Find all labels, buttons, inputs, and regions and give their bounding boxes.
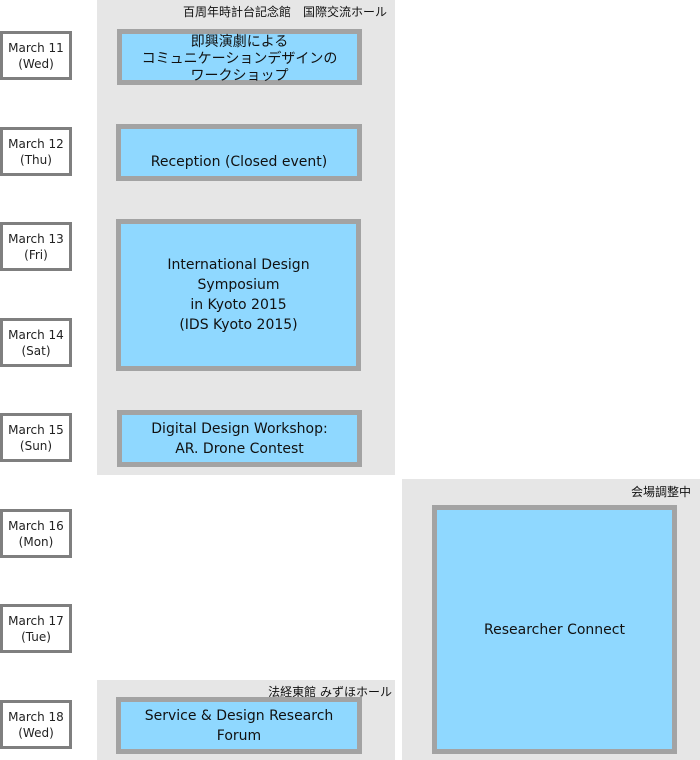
event-researcher-connect[interactable]: Researcher Connect (432, 505, 677, 754)
date-box-march-15: March 15 (Sun) (0, 413, 72, 462)
event-line: Researcher Connect (484, 621, 625, 638)
date-label: March 15 (8, 422, 64, 437)
event-service-design-forum[interactable]: Service & Design Research Forum (116, 697, 362, 754)
date-label: March 18 (8, 709, 64, 724)
date-box-march-16: March 16 (Mon) (0, 509, 72, 558)
day-label: (Fri) (24, 247, 48, 262)
date-label: March 11 (8, 40, 64, 55)
event-improv-workshop[interactable]: 即興演劇による コミュニケーションデザインの ワークショップ (117, 29, 362, 85)
venue-label-hokei: 法経東館 みずほホール (268, 685, 392, 699)
event-line: Symposium (197, 277, 280, 293)
event-line: ワークショップ (190, 68, 289, 84)
date-box-march-12: March 12 (Thu) (0, 127, 72, 176)
event-digital-design-workshop[interactable]: Digital Design Workshop: AR. Drone Conte… (117, 410, 362, 467)
date-label: March 12 (8, 136, 64, 151)
date-box-march-18: March 18 (Wed) (0, 700, 72, 749)
day-label: (Wed) (18, 56, 54, 71)
date-box-march-17: March 17 (Tue) (0, 604, 72, 653)
event-line: (IDS Kyoto 2015) (179, 317, 298, 333)
event-line: 即興演劇による (190, 34, 289, 50)
day-label: (Sun) (19, 438, 53, 453)
event-line: in Kyoto 2015 (190, 297, 287, 313)
day-label: (Sat) (21, 343, 51, 358)
event-line: International Design (167, 257, 310, 273)
event-reception[interactable]: Reception (Closed event) (116, 124, 362, 181)
day-label: (Mon) (18, 534, 54, 549)
event-line: Digital Design Workshop: (151, 420, 328, 437)
venue-label-adjusting: 会場調整中 (630, 485, 691, 499)
date-box-march-11: March 11 (Wed) (0, 31, 72, 80)
date-label: March 17 (8, 613, 64, 628)
day-label: (Tue) (21, 629, 51, 644)
date-label: March 14 (8, 327, 64, 342)
venue-label-centennial: 百周年時計台記念館 国際交流ホール (182, 5, 387, 19)
date-box-march-13: March 13 (Fri) (0, 222, 72, 271)
date-label: March 16 (8, 518, 64, 533)
event-line: Service & Design Research Forum (144, 707, 334, 744)
date-label: March 13 (8, 231, 64, 246)
event-line: コミュニケーションデザインの (141, 51, 338, 67)
date-box-march-14: March 14 (Sat) (0, 318, 72, 367)
day-label: (Wed) (18, 725, 54, 740)
event-line: AR. Drone Contest (175, 440, 304, 457)
event-line: Reception (Closed event) (150, 154, 328, 170)
day-label: (Thu) (20, 152, 52, 167)
event-ids-kyoto-symposium[interactable]: International Design Symposium in Kyoto … (116, 219, 361, 371)
